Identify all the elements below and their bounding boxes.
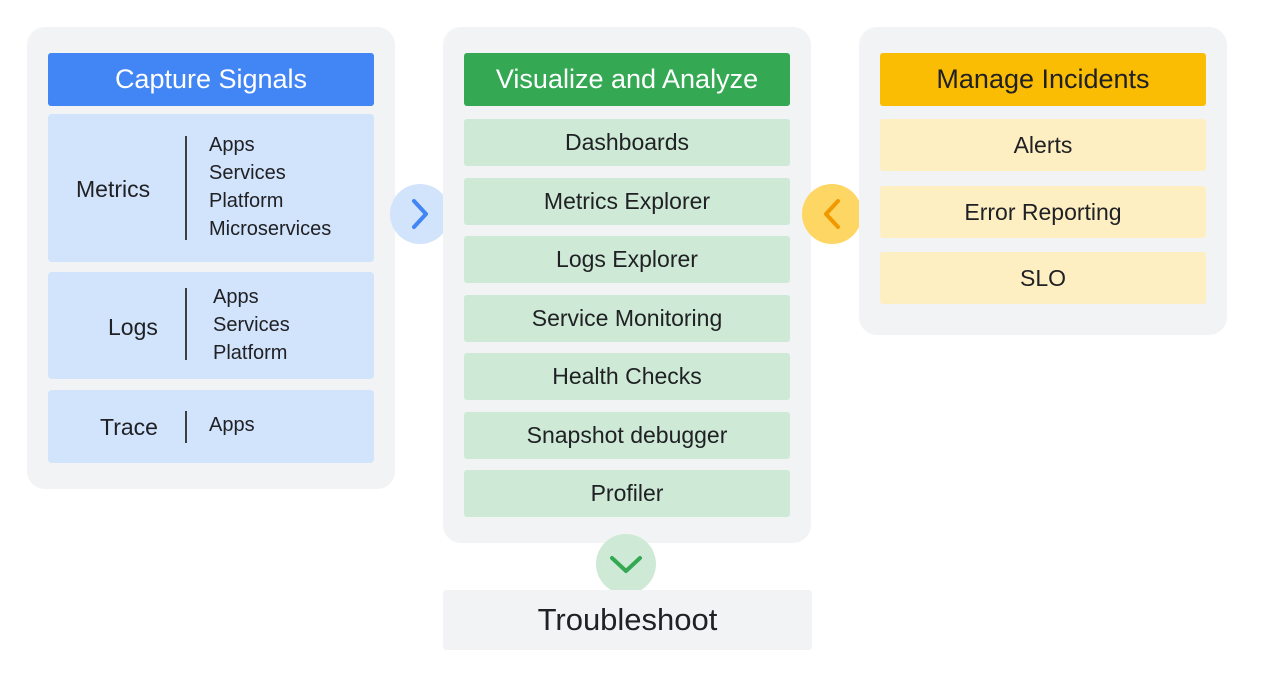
group-divider — [185, 288, 187, 360]
list-item: Apps — [213, 286, 259, 308]
trace-group: Trace Apps — [48, 390, 374, 463]
list-item: Service Monitoring — [464, 295, 790, 342]
manage-incidents-header: Manage Incidents — [880, 53, 1206, 106]
logs-group: Logs Apps Services Platform — [48, 272, 374, 379]
visualize-analyze-header: Visualize and Analyze — [464, 53, 790, 106]
list-item: Alerts — [880, 119, 1206, 171]
capture-signals-panel: Capture Signals Metrics Apps Services Pl… — [27, 27, 395, 489]
group-divider — [185, 411, 187, 443]
list-item: Error Reporting — [880, 186, 1206, 238]
troubleshoot-box: Troubleshoot — [443, 590, 812, 650]
list-item: Microservices — [209, 218, 332, 240]
group-items: Apps — [209, 411, 255, 439]
group-divider — [185, 136, 187, 240]
list-item: Snapshot debugger — [464, 412, 790, 459]
capture-signals-header: Capture Signals — [48, 53, 374, 106]
list-item: Dashboards — [464, 119, 790, 166]
manage-incidents-panel: Manage Incidents Alerts Error Reporting … — [859, 27, 1227, 335]
list-item: Health Checks — [464, 353, 790, 400]
group-label: Trace — [100, 414, 158, 440]
group-items: Apps Services Platform — [213, 283, 290, 367]
list-item: Logs Explorer — [464, 236, 790, 283]
list-item: SLO — [880, 252, 1206, 304]
group-items: Apps Services Platform Microservices — [209, 131, 331, 243]
group-label: Logs — [108, 314, 158, 340]
list-item: Apps — [209, 134, 255, 156]
list-item: Services — [213, 314, 290, 336]
list-item: Metrics Explorer — [464, 178, 790, 225]
list-item: Profiler — [464, 470, 790, 517]
group-label: Metrics — [76, 176, 151, 202]
metrics-group: Metrics Apps Services Platform Microserv… — [48, 114, 374, 262]
chevron-right-icon — [390, 184, 450, 244]
list-item: Platform — [213, 342, 288, 364]
chevron-down-icon — [596, 534, 656, 594]
chevron-left-icon — [802, 184, 862, 244]
visualize-analyze-panel: Visualize and Analyze Dashboards Metrics… — [443, 27, 811, 543]
list-item: Apps — [209, 414, 255, 436]
list-item: Platform — [209, 190, 284, 212]
list-item: Services — [209, 162, 286, 184]
